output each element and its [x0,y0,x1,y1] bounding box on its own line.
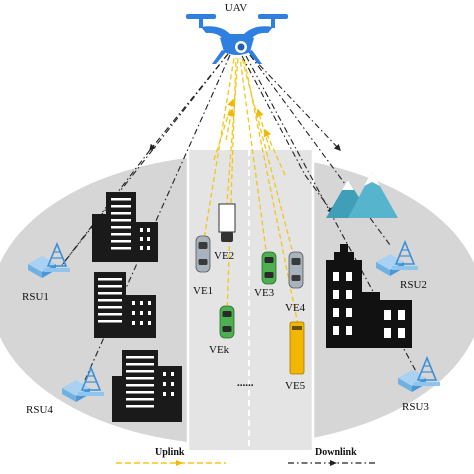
uav-drone-icon [186,14,288,64]
uplink-links [202,57,299,326]
mountain-icon [326,172,398,218]
rsu3-label: RSU3 [402,401,429,413]
ellipsis-label: ...... [237,377,254,389]
uplink-legend-arrow [176,460,183,466]
road [186,150,315,450]
car-icon-ve4 [288,251,304,289]
rsu-tower-icon [62,365,104,402]
car-icon-ve1 [195,235,211,273]
downlink-legend-label: Downlink [315,447,357,458]
bus-icon-ve5 [289,321,305,375]
rsu4-label: RSU4 [26,404,53,416]
car-icon-vek [219,305,235,339]
uav-label: UAV [225,2,247,14]
ve4-label: VE4 [285,302,306,314]
ve3-label: VE3 [254,287,275,299]
building-icon-left-bottom [112,350,182,422]
vek-label: VEk [209,344,230,356]
rsu1-label: RSU1 [22,291,49,303]
building-icon-left-top [92,192,158,262]
downlink-legend-arrow [330,460,337,466]
legend: Uplink Downlink [116,447,378,466]
rsu-tower-icon [28,241,70,278]
rsu2-label: RSU2 [400,279,427,291]
building-icon-right [326,244,412,348]
truck-icon-ve2 [218,203,236,242]
rsu-tower-icon [398,355,440,392]
car-icon-ve3 [261,251,277,285]
uplink-legend-label: Uplink [155,447,185,458]
ve5-label: VE5 [285,380,306,392]
ve2-label: VE2 [214,250,234,262]
ve1-label: VE1 [193,285,213,297]
building-icon-left-middle [94,272,156,338]
rsu-tower-icon [376,239,418,276]
